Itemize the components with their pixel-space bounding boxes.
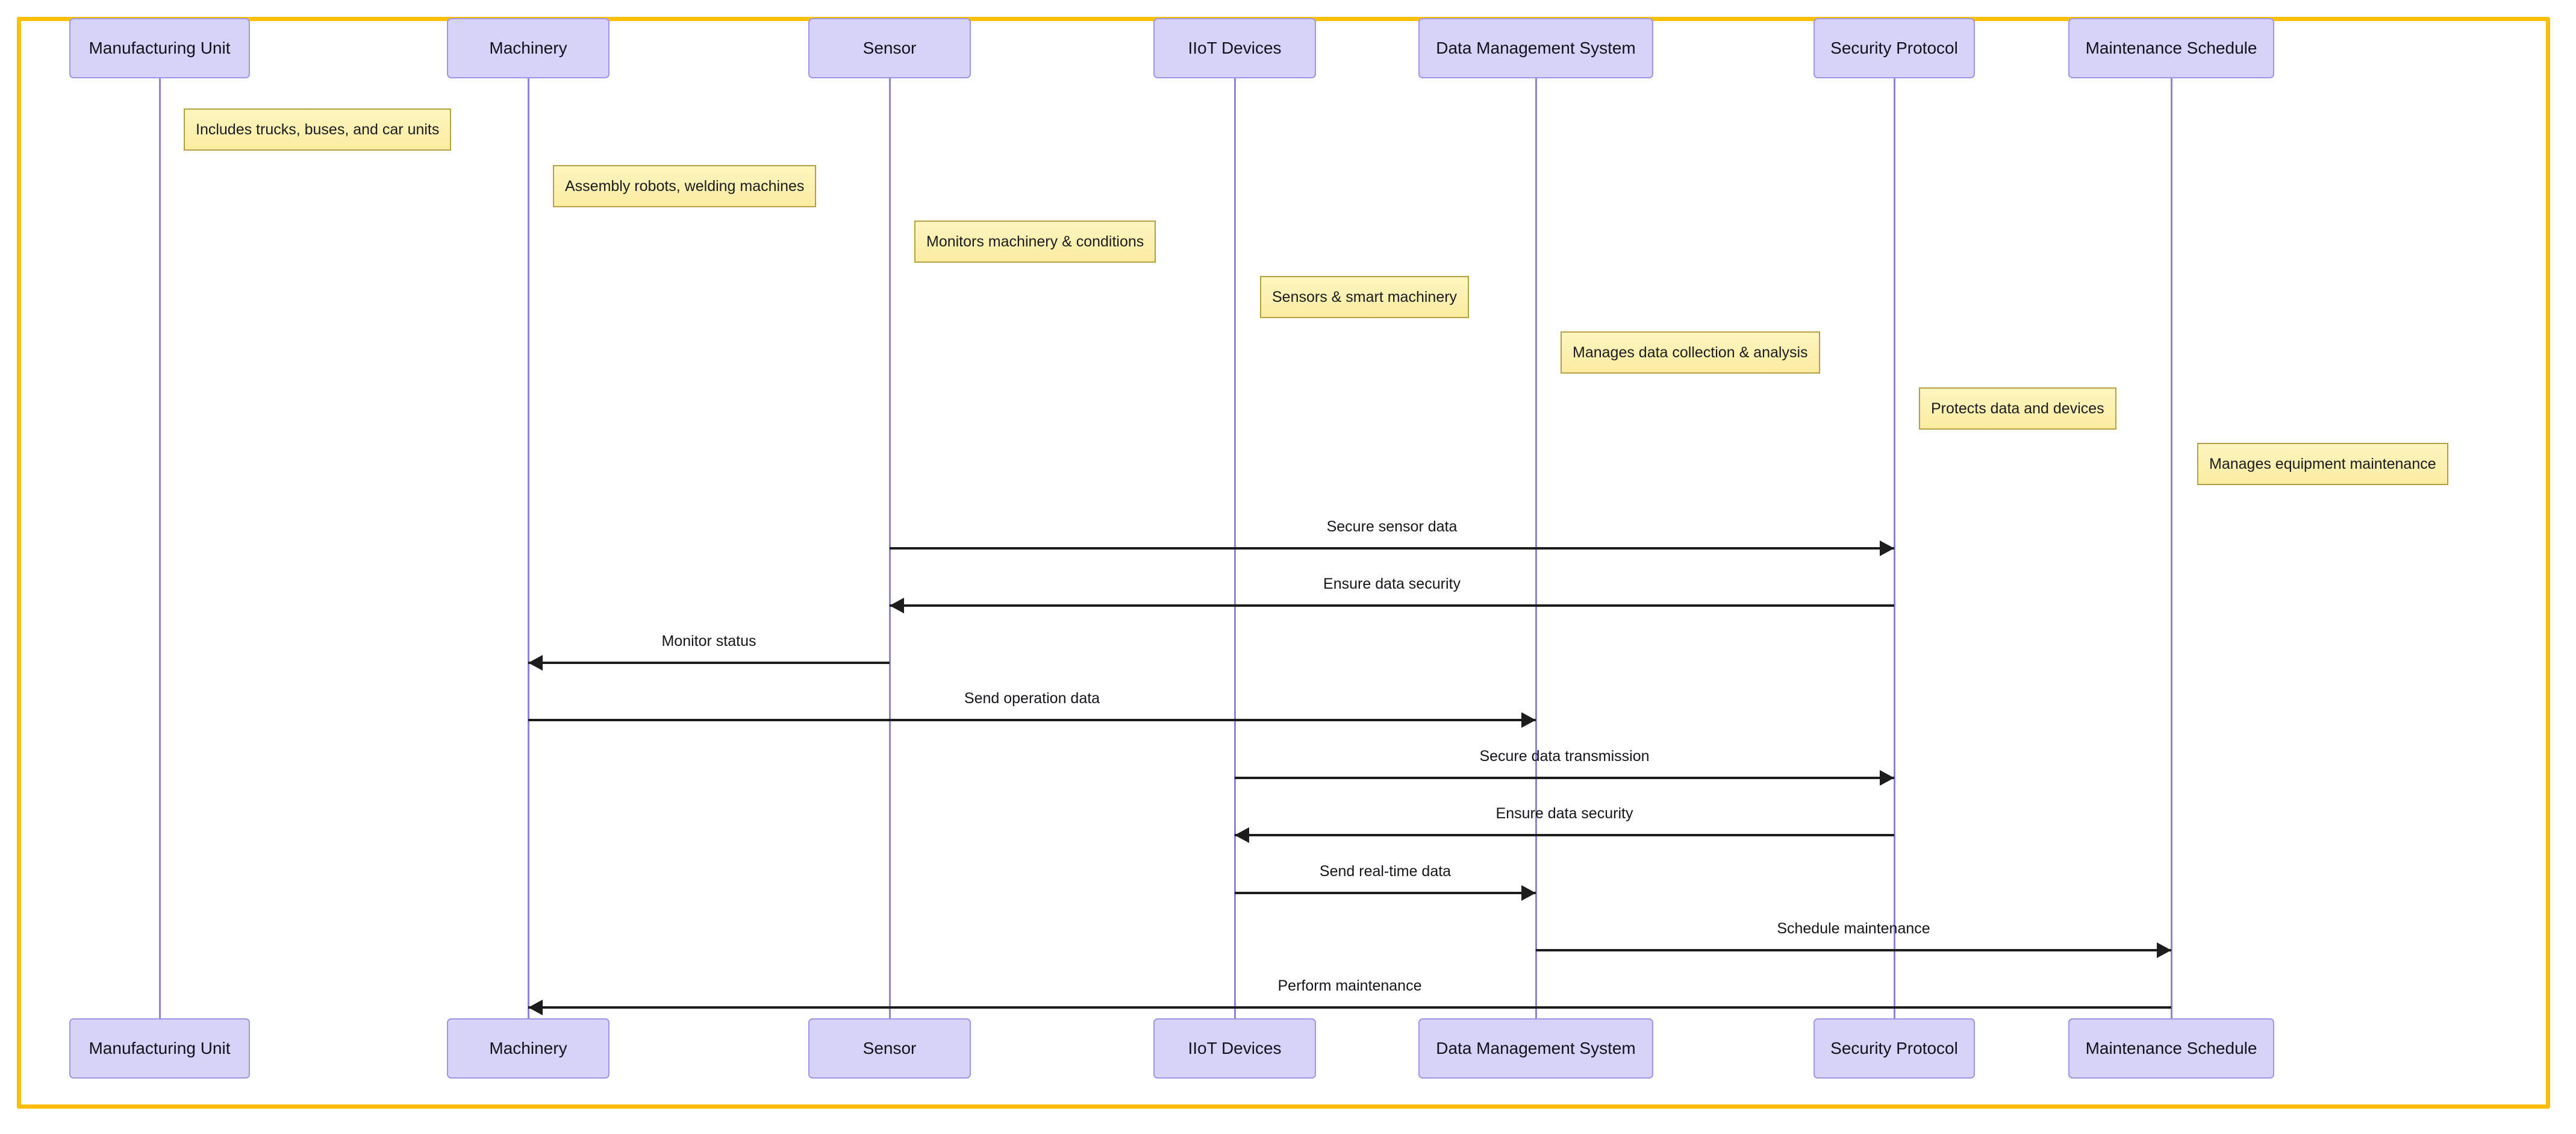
msg-send-real-time-data-label: Send real-time data xyxy=(1319,863,1452,880)
msg-schedule-maintenance-line xyxy=(1536,949,2171,951)
note-text: Manages data collection & analysis xyxy=(1573,343,1808,361)
note-text: Protects data and devices xyxy=(1931,399,2104,417)
participant-bottom-data-management[interactable]: Data Management System xyxy=(1418,1018,1653,1079)
diagram-outer-frame xyxy=(17,17,2550,1109)
msg-secure-data-transmission-label: Secure data transmission xyxy=(1479,748,1650,765)
participant-label: Security Protocol xyxy=(1830,1038,1958,1057)
msg-secure-sensor-data-label: Secure sensor data xyxy=(1326,518,1458,535)
note-text: Manages equipment maintenance xyxy=(2209,455,2436,472)
msg-perform-maintenance-arrowhead xyxy=(528,1000,543,1015)
note-manufacturing-unit[interactable]: Includes trucks, buses, and car units xyxy=(184,108,452,151)
participant-label: IIoT Devices xyxy=(1188,38,1282,57)
note-text: Includes trucks, buses, and car units xyxy=(196,121,440,138)
participant-label: Maintenance Schedule xyxy=(2085,1038,2257,1057)
msg-perform-maintenance-line xyxy=(528,1006,2171,1009)
lifeline-manufacturing-unit xyxy=(159,78,161,1018)
participant-label: Data Management System xyxy=(1436,38,1636,57)
participant-top-maintenance-schedule[interactable]: Maintenance Schedule xyxy=(2068,18,2274,78)
participant-label: IIoT Devices xyxy=(1188,1038,1282,1057)
note-text: Monitors machinery & conditions xyxy=(926,233,1144,250)
msg-secure-data-transmission-arrowhead xyxy=(1880,770,1894,786)
msg-ensure-data-security-1-arrowhead xyxy=(890,598,904,613)
msg-secure-sensor-data-arrowhead xyxy=(1880,540,1894,556)
participant-bottom-manufacturing-unit[interactable]: Manufacturing Unit xyxy=(69,1018,250,1079)
msg-perform-maintenance-label: Perform maintenance xyxy=(1277,977,1422,994)
participant-top-manufacturing-unit[interactable]: Manufacturing Unit xyxy=(69,18,250,78)
msg-schedule-maintenance-arrowhead xyxy=(2157,942,2171,958)
msg-secure-sensor-data-line xyxy=(890,547,1894,550)
note-data-management[interactable]: Manages data collection & analysis xyxy=(1561,331,1820,374)
lifeline-maintenance-schedule xyxy=(2171,78,2172,1018)
msg-send-real-time-data-line xyxy=(1235,892,1536,894)
note-security-protocol[interactable]: Protects data and devices xyxy=(1919,387,2116,430)
note-machinery[interactable]: Assembly robots, welding machines xyxy=(553,165,817,207)
msg-ensure-data-security-2-arrowhead xyxy=(1235,827,1249,843)
participant-label: Sensor xyxy=(862,1038,917,1057)
msg-ensure-data-security-1-label: Ensure data security xyxy=(1323,575,1461,592)
participant-top-iiot-devices[interactable]: IIoT Devices xyxy=(1153,18,1316,78)
msg-send-real-time-data-arrowhead xyxy=(1521,885,1536,901)
msg-ensure-data-security-2-line xyxy=(1235,834,1894,836)
note-iiot-devices[interactable]: Sensors & smart machinery xyxy=(1260,276,1470,318)
msg-send-operation-data-line xyxy=(528,719,1536,721)
lifeline-machinery xyxy=(528,78,529,1018)
participant-bottom-maintenance-schedule[interactable]: Maintenance Schedule xyxy=(2068,1018,2274,1079)
participant-bottom-security-protocol[interactable]: Security Protocol xyxy=(1813,1018,1975,1079)
msg-secure-data-transmission-line xyxy=(1235,777,1894,779)
msg-monitor-status-label: Monitor status xyxy=(661,633,756,650)
msg-schedule-maintenance-label: Schedule maintenance xyxy=(1777,920,1930,937)
participant-label: Machinery xyxy=(489,1038,567,1057)
msg-send-operation-data-label: Send operation data xyxy=(964,690,1100,707)
participant-bottom-sensor[interactable]: Sensor xyxy=(808,1018,971,1079)
msg-monitor-status-arrowhead xyxy=(528,655,543,671)
note-sensor[interactable]: Monitors machinery & conditions xyxy=(914,221,1156,263)
participant-top-security-protocol[interactable]: Security Protocol xyxy=(1813,18,1975,78)
participant-label: Manufacturing Unit xyxy=(89,1038,231,1057)
participant-label: Security Protocol xyxy=(1830,38,1958,57)
participant-label: Machinery xyxy=(489,38,567,57)
participant-label: Manufacturing Unit xyxy=(89,38,231,57)
note-text: Assembly robots, welding machines xyxy=(565,177,805,195)
participant-label: Maintenance Schedule xyxy=(2085,38,2257,57)
participant-top-machinery[interactable]: Machinery xyxy=(447,18,610,78)
lifeline-security-protocol xyxy=(1894,78,1895,1018)
note-maintenance-schedule[interactable]: Manages equipment maintenance xyxy=(2197,443,2448,485)
msg-ensure-data-security-1-line xyxy=(890,604,1894,607)
participant-bottom-iiot-devices[interactable]: IIoT Devices xyxy=(1153,1018,1316,1079)
msg-send-operation-data-arrowhead xyxy=(1521,712,1536,728)
participant-top-data-management[interactable]: Data Management System xyxy=(1418,18,1653,78)
participant-top-sensor[interactable]: Sensor xyxy=(808,18,971,78)
participant-bottom-machinery[interactable]: Machinery xyxy=(447,1018,610,1079)
msg-ensure-data-security-2-label: Ensure data security xyxy=(1495,805,1633,822)
note-text: Sensors & smart machinery xyxy=(1272,288,1458,305)
msg-monitor-status-line xyxy=(528,662,890,664)
participant-label: Sensor xyxy=(862,38,917,57)
participant-label: Data Management System xyxy=(1436,1038,1636,1057)
